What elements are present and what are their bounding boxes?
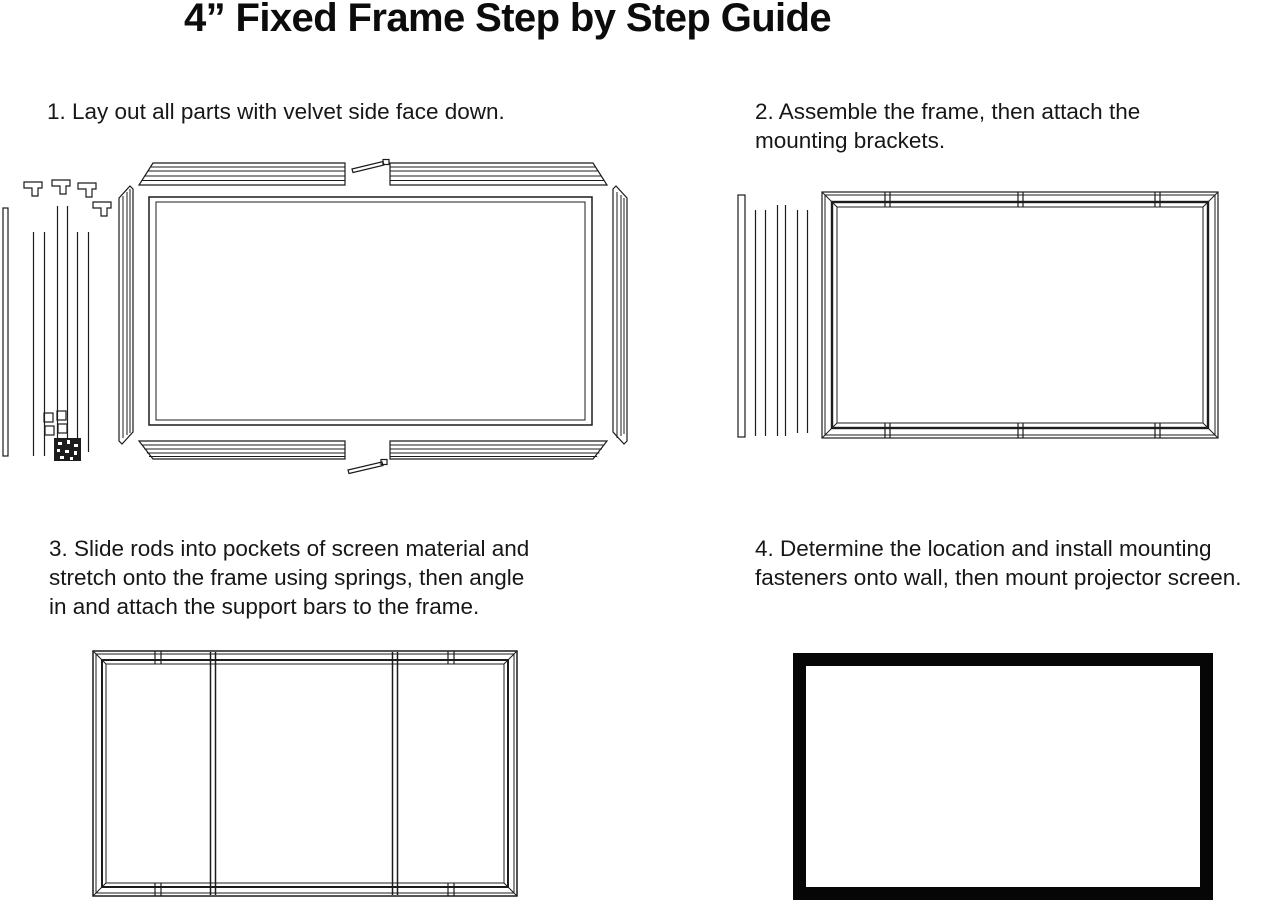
page-title: 4” Fixed Frame Step by Step Guide [184, 0, 832, 40]
top-frame-rail [137, 162, 609, 186]
bottom-joiner-bracket-icon [347, 458, 388, 475]
corner-brackets-icon [23, 179, 112, 217]
step-1-caption: 1. Lay out all parts with velvet side fa… [47, 97, 505, 126]
top-joiner-bracket-icon [351, 158, 390, 174]
step-4-caption-line: fasteners onto wall, then mount projecto… [755, 565, 1242, 590]
assembled-frame [821, 191, 1219, 439]
step-2-caption-line: 2. Assemble the frame, then attach the [755, 99, 1141, 124]
bracket-marks [154, 651, 455, 896]
spare-rods-icon [737, 194, 809, 438]
support-bars [209, 652, 399, 895]
side-frame-piece-right [612, 185, 628, 445]
step-2-caption: 2. Assemble the frame, then attach the m… [755, 97, 1140, 155]
screw-bag-icon [54, 438, 81, 461]
step-2-caption-line: mounting brackets. [755, 128, 946, 153]
step-3-caption-line: stretch onto the frame using springs, th… [49, 565, 525, 590]
step-3-caption-line: in and attach the support bars to the fr… [49, 594, 480, 619]
screen-material [148, 196, 593, 426]
mounting-bracket-marks [884, 192, 1161, 438]
step-4-diagram-wall-mounted-screen [793, 653, 1213, 900]
step-4-caption-line: 4. Determine the location and install mo… [755, 536, 1212, 561]
step-2-diagram-assembled-frame [737, 191, 1219, 439]
step-4-caption: 4. Determine the location and install mo… [755, 534, 1242, 592]
frame-rear [92, 650, 518, 897]
step-3-diagram-frame-with-support-bars [92, 650, 518, 897]
step-3-caption: 3. Slide rods into pockets of screen mat… [49, 534, 529, 621]
step-1-caption-line: 1. Lay out all parts with velvet side fa… [47, 99, 505, 124]
step-3-caption-line: 3. Slide rods into pockets of screen mat… [49, 536, 530, 561]
side-frame-piece-left [118, 185, 134, 445]
tension-rods-icon [2, 206, 90, 457]
bottom-frame-rail [137, 440, 609, 460]
hardware-screws-icon [43, 410, 68, 436]
step-1-diagram-parts-laid-out [2, 158, 628, 475]
